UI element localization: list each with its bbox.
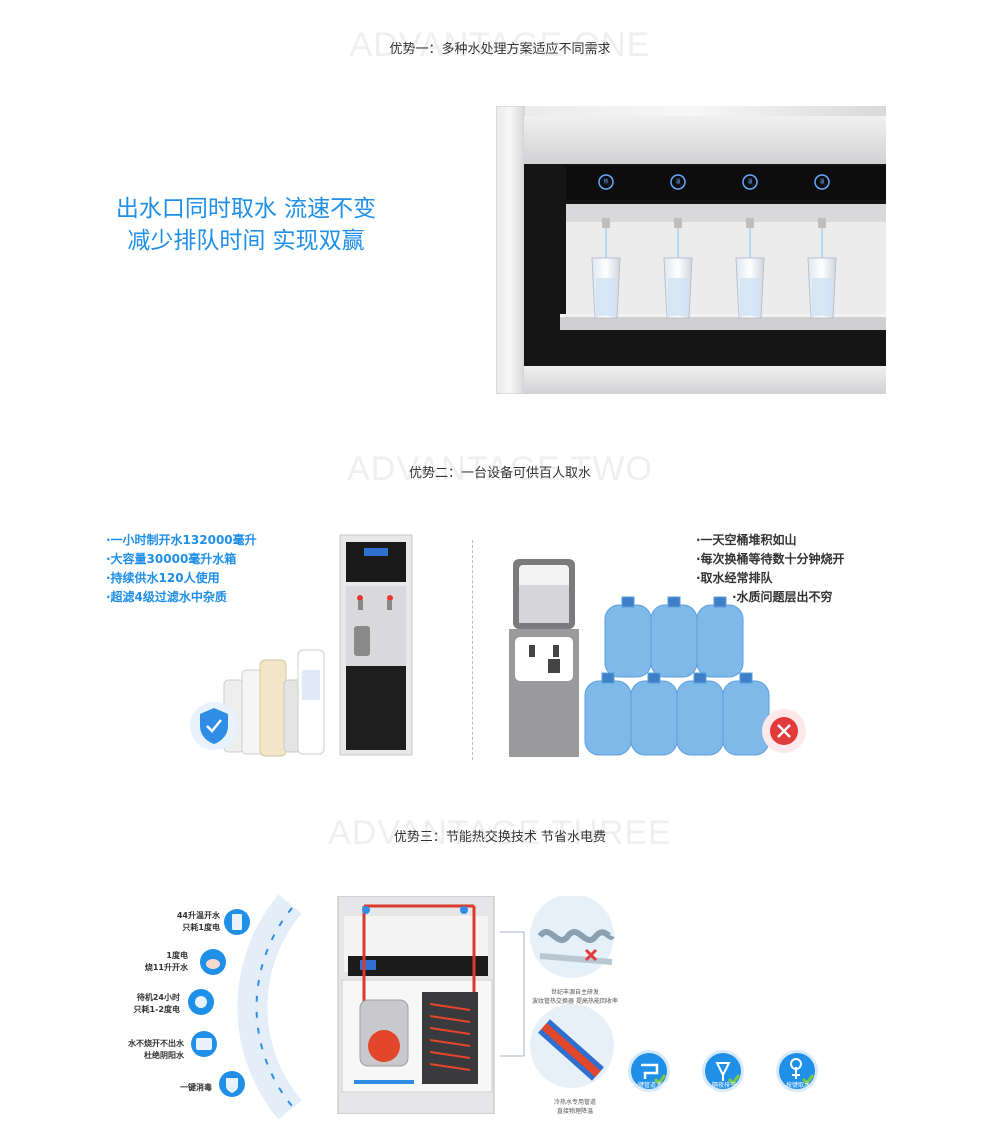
advantages-list: ·一小时制开水132000毫升 ·大容量30000毫升水箱 ·持续供水120人使…: [106, 531, 257, 607]
water-bottles: [584, 596, 770, 756]
hand-press-icon: [790, 1058, 815, 1086]
section2-title: 优势二：一台设备可供百人取水: [408, 466, 591, 481]
section1-headline-1: 出水口同时取水 流速不变: [115, 196, 377, 222]
badge-label-press: 按键取水: [785, 1082, 810, 1089]
advantage-item: ·一小时制开水132000毫升: [106, 533, 257, 547]
feature-label-standby: 待机24小时 只耗1-2度电: [133, 993, 180, 1014]
heat-exchange-callouts: [500, 896, 615, 1088]
badge-label-disinfect: 一键管道消毒: [631, 1082, 668, 1089]
section3-header: ADVANTAGE THREE 优势三：节能热交换技术 节省水电费: [0, 814, 1000, 854]
feature-label-no-yinyang-water: 水不烧开不出水 杜绝阴阳水: [128, 1039, 184, 1060]
feature-label-disinfect: 一键消毒: [180, 1083, 212, 1092]
button-warm-label-2: 温: [747, 179, 753, 185]
cross-icon: [584, 948, 598, 962]
section2-divider: [472, 540, 473, 760]
drawback-item: ·一天空桶堆积如山: [696, 533, 797, 547]
bottled-water-illustration: [509, 559, 806, 757]
advantage-item: ·大容量30000毫升水箱: [106, 552, 237, 566]
drawback-item: ·取水经常排队: [696, 571, 773, 585]
section2-bg-title: ADVANTAGE TWO: [347, 450, 653, 488]
callout2-text: 冷热水专用管道 直接物理降温: [553, 1099, 596, 1115]
section1-header: ADVANTAGE ONE 优势一：多种水处理方案适应不同需求: [0, 26, 1000, 66]
press-dispense-badge: [776, 1050, 818, 1092]
disinfect-pipe-badge: [628, 1050, 670, 1092]
feature-label-boil-efficiency: 1度电 烧11升开水: [144, 951, 188, 972]
badge-label-drain: 隔夜排空: [711, 1082, 736, 1089]
advantage-item: ·超滤4级过滤水中杂质: [106, 590, 227, 604]
callout1-text: 世纪丰源自主研发 波纹管热交换器 提高热能回收率: [532, 989, 618, 1005]
drawback-item: ·水质问题层出不穷: [732, 590, 833, 604]
dispenser-buttons: [598, 174, 830, 190]
shield-check-icon: [190, 702, 238, 750]
section1-bg-title: ADVANTAGE ONE: [349, 26, 651, 64]
dispenser-closeup-illustration: [495, 105, 886, 395]
filters-and-machine-illustration: [190, 534, 413, 757]
feature-label-warm-water: 44升温开水 只耗1度电: [176, 911, 220, 932]
section3-title: 优势三：节能热交换技术 节省水电费: [393, 830, 607, 845]
pipe-icon: [641, 1063, 667, 1086]
drawbacks-list: ·一天空桶堆积如山 ·每次换桶等待数十分钟烧开 ·取水经常排队 ·水质问题层出不…: [696, 531, 845, 607]
advantage-item: ·持续供水120人使用: [106, 571, 220, 585]
dispenser-cups: [591, 218, 837, 319]
section3-bg-title: ADVANTAGE THREE: [328, 814, 672, 852]
section2-header: ADVANTAGE TWO 优势二：一台设备可供百人取水: [0, 450, 1000, 490]
drawback-item: ·每次换桶等待数十分钟烧开: [696, 552, 845, 566]
cross-mark-icon: [762, 709, 806, 753]
button-hot-label: 热: [603, 179, 609, 185]
section1-headline-2: 减少排队时间 实现双赢: [127, 228, 365, 254]
overnight-drain-badge: [702, 1050, 744, 1092]
button-warm-label-1: 温: [675, 179, 681, 185]
feature-icons: [195, 914, 242, 1093]
section1-title: 优势一：多种水处理方案适应不同需求: [389, 42, 611, 57]
machine-cutaway-illustration: [337, 896, 495, 1114]
feature-ring-graphic: [188, 894, 302, 1120]
dispenser-closeup-image: 热 温 温 温: [495, 105, 886, 395]
drain-icon: [715, 1062, 741, 1086]
button-warm-label-3: 温: [819, 179, 825, 185]
